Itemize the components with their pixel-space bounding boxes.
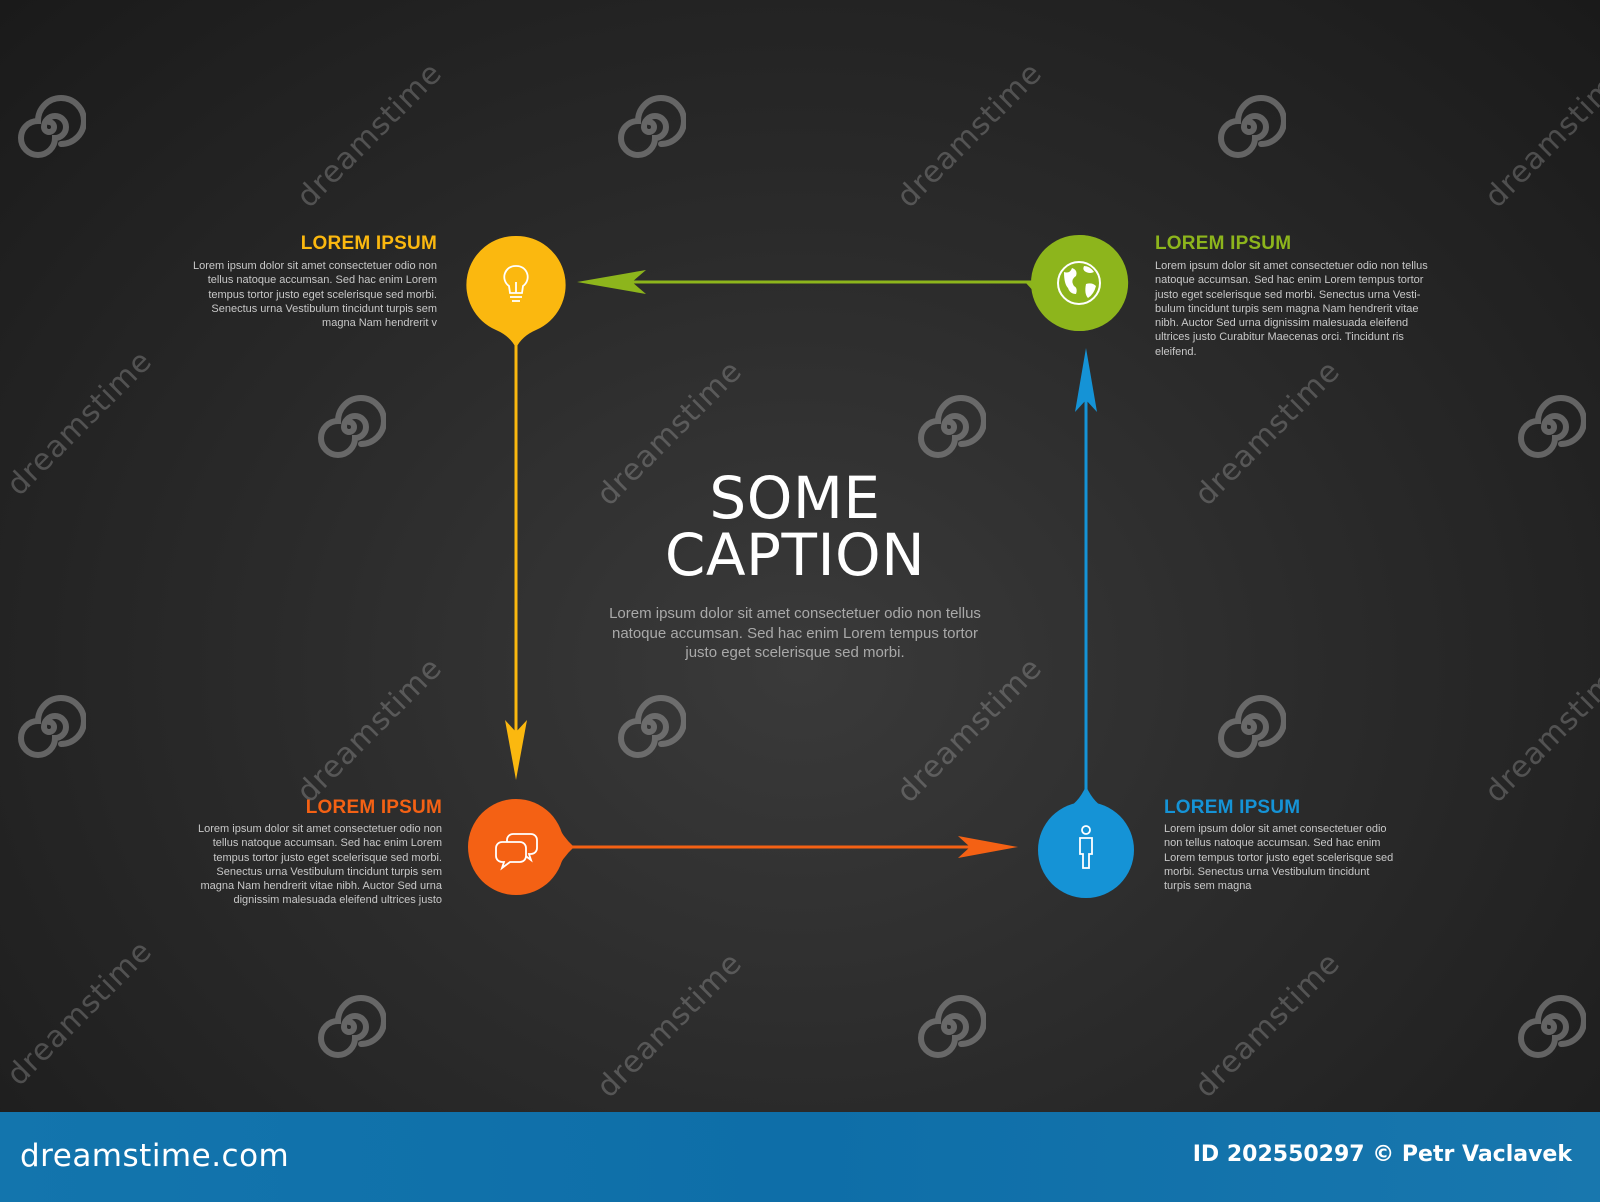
speech-bubbles-icon [495, 833, 538, 871]
text-line: Lorem tempus tortor justo eget scelerisq… [1164, 851, 1394, 864]
text-line: dignissim malesuada eleifend ultrices ju… [233, 894, 443, 907]
text-line: magna Nam hendrerit vitae nibh. Auctor S… [200, 880, 442, 893]
text-line: magna Nam hendrerit v [322, 317, 437, 330]
text-line: Senectus urna Vestibulum tincidunt turpi… [211, 302, 437, 315]
caption-title: SOME CAPTION [600, 464, 990, 589]
text-line: Lorem ipsum dolor sit amet consectetuer … [1155, 260, 1428, 272]
caption-body-line: Lorem ipsum dolor sit amet consectetuer … [609, 605, 981, 622]
caption-body: Lorem ipsum dolor sit amet consectetuer … [590, 604, 1000, 663]
text-line: eleifend. [1155, 345, 1197, 358]
text-line: ultrices justo Curabitur Maecenas orci. … [1155, 331, 1404, 344]
step-text-top-left: Lorem ipsum dolor sit amet consectetuer … [150, 259, 437, 330]
text-line: Senectus urna Vestibulum tincidunt turpi… [216, 865, 442, 878]
caption-title-line: SOME [709, 464, 881, 532]
text-line: justo eget scelerisque sed morbi. Senect… [1155, 288, 1421, 301]
arrowhead-yellow [505, 720, 527, 780]
lightbulb-icon [503, 265, 529, 302]
text-line: natoque accumsan. Sed hac enim Lorem tem… [1155, 274, 1424, 287]
text-line: tempus tortor justo eget scelerisque sed… [208, 288, 437, 301]
text-line: morbi. Senectus urna Vestibulum tincidun… [1164, 865, 1370, 878]
arrowhead-green [577, 270, 646, 294]
text-line: Lorem ipsum dolor sit amet consectetuer … [198, 823, 442, 835]
text-line: Lorem ipsum dolor sit amet consectetuer … [193, 260, 437, 272]
watermark-spiral-icon [318, 395, 386, 458]
arrowhead-blue [1075, 348, 1097, 412]
watermark-spiral-icon [618, 95, 686, 158]
text-line: Lorem ipsum dolor sit amet consectetuer … [1164, 823, 1387, 835]
text-line: non tellus natoque accumsan. Sed hac eni… [1164, 837, 1381, 850]
step-title-top-left: LOREM IPSUM [300, 233, 437, 254]
watermark-spiral-icon [918, 995, 986, 1058]
node-bottom-right [1038, 786, 1134, 898]
step-title-bottom-right: LOREM IPSUM [1164, 797, 1301, 818]
text-line: turpis sem magna [1164, 880, 1252, 893]
watermark-spiral-icon [1518, 995, 1586, 1058]
caption-body-line: natoque accumsan. Sed hac enim Lorem tem… [611, 624, 979, 642]
person-icon [1079, 825, 1093, 869]
step-title-bottom-left: LOREM IPSUM [305, 797, 442, 818]
watermark-spiral-icon [18, 695, 86, 758]
watermark-spiral-icon [1518, 395, 1586, 458]
text-line: tellus natoque accumsan. Sed hac enim Lo… [212, 837, 442, 850]
watermark-spiral-icon [18, 95, 86, 158]
arrowhead-orange [958, 836, 1018, 858]
step-text-top-right: Lorem ipsum dolor sit amet consectetuer … [1155, 259, 1465, 359]
caption-body-line: justo eget scelerisque sed morbi. [685, 644, 905, 661]
watermark-spiral-icon [1218, 95, 1286, 158]
step-text-bottom-left: Lorem ipsum dolor sit amet consectetuer … [150, 822, 442, 908]
node-top-right [1025, 234, 1129, 331]
footer-logo[interactable]: dreamstime.com [20, 1138, 290, 1174]
text-line: tellus natoque accumsan. Sed hac enim Lo… [207, 274, 437, 287]
text-line: nibh. Auctor Sed urna dignissim malesuad… [1155, 317, 1409, 330]
step-text-bottom-right: Lorem ipsum dolor sit amet consectetuer … [1164, 822, 1444, 893]
watermark-spiral-icon [918, 395, 986, 458]
caption-title-line: CAPTION [664, 521, 926, 589]
text-line: tempus tortor justo eget scelerisque sed… [213, 851, 442, 864]
diagram-canvas: dreamstime dreamstime dreamstime dreamst… [0, 0, 1600, 1112]
text-line: bulum tincidunt turpis sem magna Nam hen… [1155, 302, 1419, 315]
footer-credit: ID 202550297 © Petr Vaclavek [1192, 1142, 1572, 1167]
watermark-spiral-icon [318, 995, 386, 1058]
watermark-spiral-icon [618, 695, 686, 758]
globe-icon [1057, 261, 1101, 305]
watermark-spiral-icon [1218, 695, 1286, 758]
step-title-top-right: LOREM IPSUM [1155, 233, 1292, 254]
cycle-diagram [466, 234, 1134, 898]
footer-bar: dreamstime.com ID 202550297 © Petr Vacla… [0, 1112, 1600, 1202]
